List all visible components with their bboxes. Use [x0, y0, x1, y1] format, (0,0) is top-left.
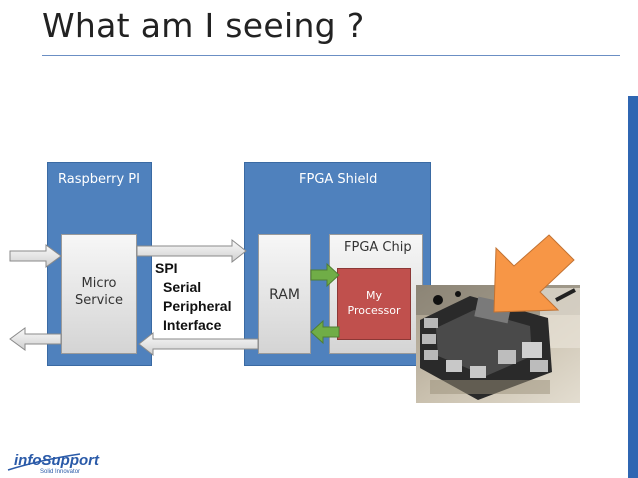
spi-peripheral-label: Peripheral	[163, 298, 232, 314]
spi-interface-label: Interface	[163, 317, 222, 333]
fpga-shield-label: FPGA Shield	[299, 172, 378, 187]
slide-title: What am I seeing ?	[42, 6, 365, 45]
micro-service-line1: Micro	[81, 276, 117, 291]
my-processor-line1: My	[365, 289, 382, 302]
processor-to-ram-arrow	[310, 319, 340, 345]
logo-swoosh	[7, 453, 81, 471]
my-processor-line2: Processor	[347, 304, 401, 317]
spi-serial-label: Serial	[163, 279, 202, 295]
fpga-board-photo	[416, 285, 580, 403]
title-underline	[42, 55, 620, 56]
spi-arrow-to-fpga	[136, 238, 247, 264]
my-processor-box: My Processor	[337, 268, 411, 340]
fpga-chip-label: FPGA Chip	[344, 240, 412, 255]
ram-box: RAM	[258, 234, 311, 354]
micro-service-line2: Service	[74, 293, 124, 308]
spi-label: SPI	[155, 260, 178, 276]
infosupport-tagline: Solid Innovator	[40, 469, 81, 475]
output-arrow	[9, 327, 62, 351]
side-accent-bar	[628, 96, 638, 478]
input-arrow	[9, 244, 62, 268]
ram-label: RAM	[269, 287, 300, 303]
micro-service-box: Micro Service	[61, 234, 137, 354]
spi-arrow-to-pi	[138, 331, 259, 357]
ram-to-processor-arrow	[310, 262, 340, 288]
raspberry-pi-label: Raspberry PI	[58, 172, 140, 187]
pointer-arrow	[493, 234, 575, 313]
infosupport-logo: infoSupport	[14, 452, 99, 469]
